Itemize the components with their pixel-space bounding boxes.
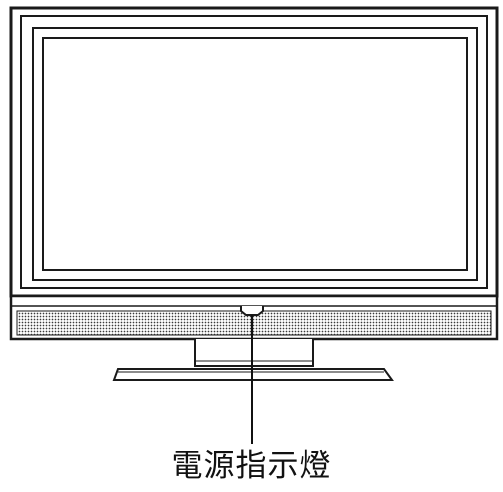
stand-neck [194, 339, 314, 367]
tv-screen-frame [32, 27, 478, 281]
power-indicator-label: 電源指示燈 [171, 448, 332, 484]
power-indicator-light [240, 306, 264, 316]
tv-bezel-inner [20, 15, 488, 289]
tv-screen [42, 37, 468, 271]
